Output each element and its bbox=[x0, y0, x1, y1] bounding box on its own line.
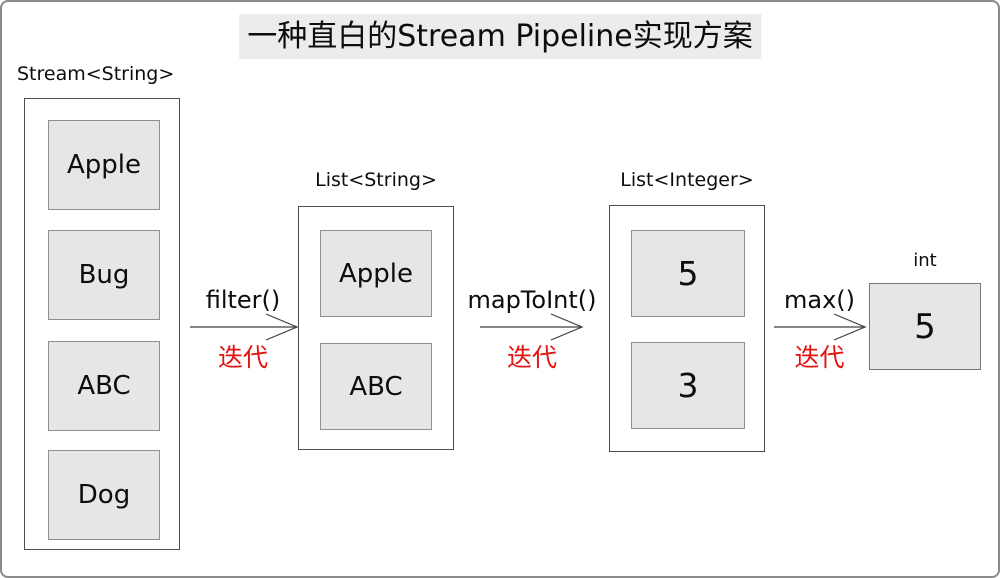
list-integer-item-3: 3 bbox=[631, 342, 745, 429]
list-string-container: Apple ABC bbox=[298, 206, 454, 450]
list-string-item-abc: ABC bbox=[320, 343, 432, 430]
maptoint-op-label: mapToInt() bbox=[467, 286, 597, 314]
stream-item-dog: Dog bbox=[48, 450, 160, 540]
stage-label-list-integer: List<Integer> bbox=[620, 169, 754, 191]
filter-op-label: filter() bbox=[205, 286, 281, 314]
stream-item-apple: Apple bbox=[48, 120, 160, 210]
maptoint-arrow bbox=[480, 313, 584, 341]
stage-label-stream-string: Stream<String> bbox=[17, 63, 175, 85]
stream-item-bug: Bug bbox=[48, 230, 160, 320]
maptoint-iterate-note: 迭代 bbox=[506, 343, 557, 372]
result-value-box: 5 bbox=[869, 283, 981, 370]
diagram-title: 一种直白的Stream Pipeline实现方案 bbox=[239, 14, 761, 59]
result-type-label: int bbox=[913, 250, 937, 271]
list-integer-container: 5 3 bbox=[609, 205, 765, 452]
stream-string-container: Apple Bug ABC Dog bbox=[24, 98, 180, 550]
max-iterate-note: 迭代 bbox=[794, 343, 845, 372]
filter-iterate-note: 迭代 bbox=[217, 343, 268, 372]
list-integer-item-5: 5 bbox=[631, 230, 745, 317]
list-string-item-apple: Apple bbox=[320, 230, 432, 317]
max-op-label: max() bbox=[783, 286, 855, 314]
max-arrow bbox=[774, 313, 867, 341]
stage-label-list-string: List<String> bbox=[315, 169, 437, 191]
stream-item-abc: ABC bbox=[48, 341, 160, 431]
filter-arrow bbox=[190, 313, 299, 341]
